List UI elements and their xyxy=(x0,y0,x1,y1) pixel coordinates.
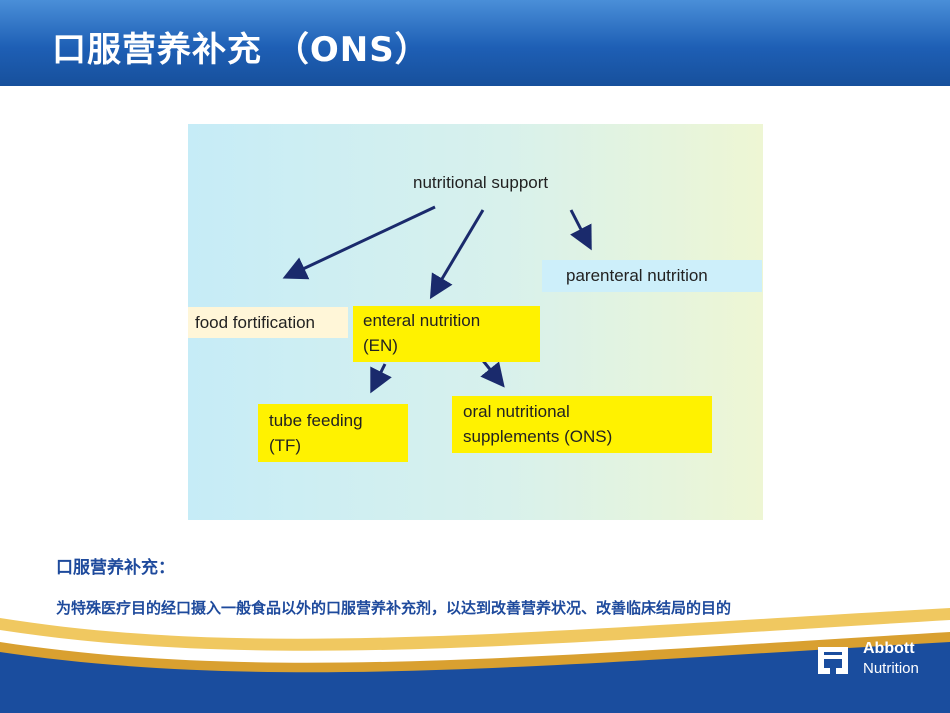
node-tube-feeding-line1: tube feeding xyxy=(269,411,363,430)
slide-title: 口服营养补充 （ONS） xyxy=(52,30,430,70)
arrow-to-parenteral xyxy=(569,209,592,251)
footer-wave xyxy=(0,608,950,713)
logo-division-text: Nutrition xyxy=(863,660,919,677)
definition-body: 为特殊医疗目的经口摄入一般食品以外的口服营养补充剂，以达到改善营养状况、改善临床… xyxy=(56,599,732,617)
node-enteral-line1: enteral nutrition xyxy=(363,311,481,330)
abbott-logo-icon xyxy=(818,647,848,674)
abbott-nutrition-logo: Abbott Nutrition xyxy=(815,640,930,682)
definition-title: 口服营养补充： xyxy=(56,558,175,578)
title-bar: 口服营养补充 （ONS） xyxy=(0,0,950,86)
arrow-to-tube-feeding xyxy=(370,363,392,394)
nutrition-support-diagram: nutritional support parenteral nutrition… xyxy=(188,124,763,520)
node-tube-feeding: tube feeding (TF) xyxy=(258,404,408,462)
node-oral-nutritional-supplements: oral nutritional supplements (ONS) xyxy=(452,396,712,453)
arrow-to-enteral xyxy=(429,209,485,300)
node-enteral-line2: (EN) xyxy=(363,336,398,355)
arrow-to-food-fortification xyxy=(282,205,436,280)
node-ons-line2: supplements (ONS) xyxy=(463,427,613,446)
node-nutritional-support: nutritional support xyxy=(413,173,549,192)
node-food-fortification: food fortification xyxy=(188,307,348,338)
node-parenteral-nutrition: parenteral nutrition xyxy=(542,260,762,292)
node-ons-line1: oral nutritional xyxy=(463,402,570,421)
node-tube-feeding-line2: (TF) xyxy=(269,436,302,455)
node-enteral-nutrition: enteral nutrition (EN) xyxy=(353,306,540,362)
logo-brand-text: Abbott xyxy=(863,640,915,657)
